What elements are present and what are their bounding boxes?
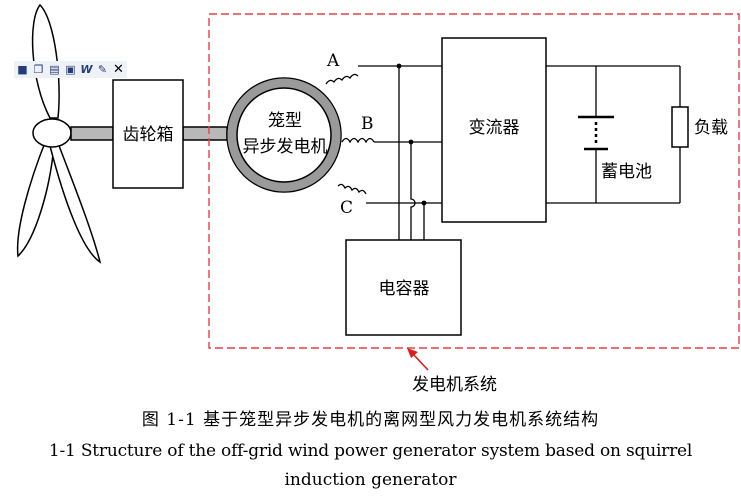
shaft-right: [182, 126, 228, 141]
winding-coils: [325, 73, 375, 195]
converter-label: 变流器: [469, 118, 520, 138]
turbine-blade-left: [16, 138, 55, 258]
tap-b: [410, 142, 416, 240]
arrow-shaft: [412, 353, 429, 371]
shaft-left: [70, 126, 114, 141]
battery-label: 蓄电池: [601, 162, 652, 182]
phase-a-label: A: [326, 51, 340, 71]
shaft: [70, 126, 228, 141]
dot-a: [396, 63, 402, 69]
figure-caption-cn: 图 1-1 基于笼型异步发电机的离网型风力发电机系统结构: [141, 410, 600, 430]
close-icon[interactable]: ✕: [113, 62, 124, 77]
gearbox-label: 齿轮箱: [123, 125, 174, 145]
figure-caption-en-line1: 1-1 Structure of the off-grid wind power…: [48, 441, 693, 461]
turbine-hub: [32, 118, 72, 148]
coil-b: [341, 137, 375, 144]
generator-system-boundary: [208, 13, 740, 349]
load-label: 负载: [694, 118, 728, 138]
battery-symbol: [578, 115, 614, 151]
generator-core: [236, 87, 332, 183]
copy-icon[interactable]: ❐: [33, 63, 44, 76]
figure-caption-en-line2: induction generator: [284, 470, 457, 490]
arrow-head: [407, 348, 418, 358]
floating-toolbar: ■ ❐ ▤ ▣ W ✎ ✕: [14, 61, 127, 78]
capacitor-label: 电容器: [379, 279, 430, 299]
generator-label-line2: 异步发电机: [243, 137, 328, 157]
phase-b-label: B: [361, 114, 374, 134]
coil-c: [337, 183, 367, 195]
generator-label-line1: 笼型: [268, 111, 302, 131]
coil-a: [325, 73, 359, 85]
word-icon[interactable]: W: [80, 63, 93, 76]
converter-box: [441, 37, 547, 223]
dot-b: [408, 139, 414, 145]
system-arrow: [407, 348, 429, 371]
system-label: 发电机系统: [412, 375, 497, 395]
print-icon[interactable]: ▤: [49, 63, 60, 76]
load-resistor: [671, 106, 689, 148]
junction-dots: [396, 63, 427, 206]
turbine-blade-right: [49, 142, 102, 264]
capacitor-box: [345, 239, 462, 336]
edit-icon[interactable]: ✎: [97, 63, 108, 76]
phase-lines: [358, 65, 442, 240]
fax-icon[interactable]: ▣: [65, 63, 76, 76]
wind-turbine: [16, 3, 102, 264]
generator-ring-inner: [227, 78, 341, 192]
dc-bus: [546, 65, 681, 204]
save-icon[interactable]: ■: [17, 63, 28, 76]
dot-c: [421, 200, 427, 206]
gearbox-box: [112, 79, 184, 189]
phase-c-label: C: [340, 198, 353, 218]
